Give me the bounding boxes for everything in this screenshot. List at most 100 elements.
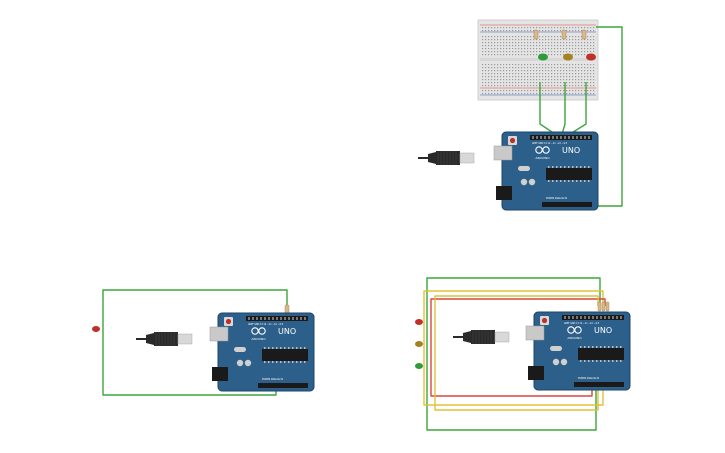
breadboard-hole[interactable] bbox=[488, 85, 490, 87]
breadboard-hole[interactable] bbox=[506, 27, 508, 29]
breadboard-hole[interactable] bbox=[566, 45, 568, 47]
breadboard-hole[interactable] bbox=[530, 70, 532, 72]
breadboard-hole[interactable] bbox=[482, 39, 484, 41]
breadboard-hole[interactable] bbox=[527, 27, 529, 29]
breadboard-hole[interactable] bbox=[485, 64, 487, 66]
breadboard-hole[interactable] bbox=[575, 39, 577, 41]
breadboard-hole[interactable] bbox=[524, 82, 526, 84]
breadboard-hole[interactable] bbox=[527, 73, 529, 75]
breadboard-hole[interactable] bbox=[554, 48, 556, 50]
breadboard-hole[interactable] bbox=[488, 51, 490, 53]
breadboard-hole[interactable] bbox=[491, 73, 493, 75]
breadboard-hole[interactable] bbox=[545, 48, 547, 50]
breadboard-hole[interactable] bbox=[491, 27, 493, 29]
breadboard-hole[interactable] bbox=[500, 51, 502, 53]
breadboard-hole[interactable] bbox=[533, 90, 535, 92]
breadboard-hole[interactable] bbox=[584, 54, 586, 56]
breadboard-hole[interactable] bbox=[584, 76, 586, 78]
breadboard-hole[interactable] bbox=[497, 36, 499, 38]
breadboard-hole[interactable] bbox=[515, 39, 517, 41]
breadboard-hole[interactable] bbox=[569, 76, 571, 78]
breadboard-hole[interactable] bbox=[485, 67, 487, 69]
breadboard-hole[interactable] bbox=[491, 76, 493, 78]
breadboard-hole[interactable] bbox=[497, 54, 499, 56]
breadboard-hole[interactable] bbox=[512, 79, 514, 81]
breadboard-hole[interactable] bbox=[581, 70, 583, 72]
breadboard-hole[interactable] bbox=[545, 85, 547, 87]
breadboard-hole[interactable] bbox=[512, 48, 514, 50]
breadboard-hole[interactable] bbox=[485, 82, 487, 84]
circuit-top[interactable] bbox=[417, 19, 623, 211]
breadboard-hole[interactable] bbox=[554, 39, 556, 41]
breadboard-hole[interactable] bbox=[527, 39, 529, 41]
breadboard-hole[interactable] bbox=[542, 39, 544, 41]
wire[interactable] bbox=[423, 277, 606, 431]
breadboard-hole[interactable] bbox=[572, 48, 574, 50]
breadboard-hole[interactable] bbox=[533, 64, 535, 66]
breadboard-hole[interactable] bbox=[500, 36, 502, 38]
breadboard-hole[interactable] bbox=[587, 42, 589, 44]
breadboard-hole[interactable] bbox=[539, 64, 541, 66]
breadboard-hole[interactable] bbox=[503, 39, 505, 41]
breadboard-hole[interactable] bbox=[503, 54, 505, 56]
breadboard-hole[interactable] bbox=[587, 85, 589, 87]
breadboard-hole[interactable] bbox=[497, 30, 499, 32]
breadboard-hole[interactable] bbox=[566, 30, 568, 32]
breadboard-hole[interactable] bbox=[485, 42, 487, 44]
breadboard-hole[interactable] bbox=[569, 30, 571, 32]
breadboard-hole[interactable] bbox=[521, 36, 523, 38]
breadboard-hole[interactable] bbox=[503, 48, 505, 50]
breadboard-hole[interactable] bbox=[590, 73, 592, 75]
breadboard-hole[interactable] bbox=[482, 76, 484, 78]
breadboard-hole[interactable] bbox=[569, 36, 571, 38]
breadboard-hole[interactable] bbox=[518, 67, 520, 69]
breadboard-hole[interactable] bbox=[557, 90, 559, 92]
breadboard-hole[interactable] bbox=[512, 30, 514, 32]
breadboard-hole[interactable] bbox=[521, 39, 523, 41]
breadboard-hole[interactable] bbox=[509, 67, 511, 69]
breadboard-hole[interactable] bbox=[566, 48, 568, 50]
breadboard-hole[interactable] bbox=[503, 64, 505, 66]
breadboard-hole[interactable] bbox=[512, 76, 514, 78]
breadboard-hole[interactable] bbox=[554, 85, 556, 87]
breadboard-hole[interactable] bbox=[515, 42, 517, 44]
breadboard-hole[interactable] bbox=[566, 90, 568, 92]
breadboard-hole[interactable] bbox=[593, 51, 595, 53]
breadboard-hole[interactable] bbox=[560, 27, 562, 29]
breadboard-hole[interactable] bbox=[581, 73, 583, 75]
breadboard-hole[interactable] bbox=[530, 51, 532, 53]
breadboard-hole[interactable] bbox=[500, 30, 502, 32]
breadboard-hole[interactable] bbox=[551, 54, 553, 56]
breadboard-hole[interactable] bbox=[524, 93, 526, 95]
breadboard-hole[interactable] bbox=[518, 76, 520, 78]
breadboard-hole[interactable] bbox=[530, 45, 532, 47]
breadboard-hole[interactable] bbox=[506, 85, 508, 87]
breadboard-hole[interactable] bbox=[575, 93, 577, 95]
breadboard-hole[interactable] bbox=[590, 67, 592, 69]
breadboard-hole[interactable] bbox=[593, 45, 595, 47]
breadboard-hole[interactable] bbox=[530, 54, 532, 56]
breadboard-hole[interactable] bbox=[548, 79, 550, 81]
breadboard-hole[interactable] bbox=[563, 39, 565, 41]
breadboard-hole[interactable] bbox=[494, 67, 496, 69]
breadboard-hole[interactable] bbox=[584, 27, 586, 29]
breadboard-hole[interactable] bbox=[521, 45, 523, 47]
breadboard-hole[interactable] bbox=[557, 36, 559, 38]
breadboard-hole[interactable] bbox=[587, 27, 589, 29]
breadboard-hole[interactable] bbox=[554, 90, 556, 92]
breadboard-hole[interactable] bbox=[536, 85, 538, 87]
breadboard-hole[interactable] bbox=[572, 67, 574, 69]
breadboard-hole[interactable] bbox=[578, 54, 580, 56]
breadboard-hole[interactable] bbox=[527, 85, 529, 87]
breadboard-hole[interactable] bbox=[590, 76, 592, 78]
breadboard-hole[interactable] bbox=[548, 73, 550, 75]
breadboard-hole[interactable] bbox=[500, 90, 502, 92]
breadboard-hole[interactable] bbox=[506, 30, 508, 32]
breadboard-hole[interactable] bbox=[488, 93, 490, 95]
breadboard-hole[interactable] bbox=[497, 76, 499, 78]
breadboard-hole[interactable] bbox=[572, 54, 574, 56]
breadboard-hole[interactable] bbox=[542, 79, 544, 81]
breadboard-hole[interactable] bbox=[530, 73, 532, 75]
breadboard-hole[interactable] bbox=[509, 90, 511, 92]
breadboard-hole[interactable] bbox=[503, 73, 505, 75]
